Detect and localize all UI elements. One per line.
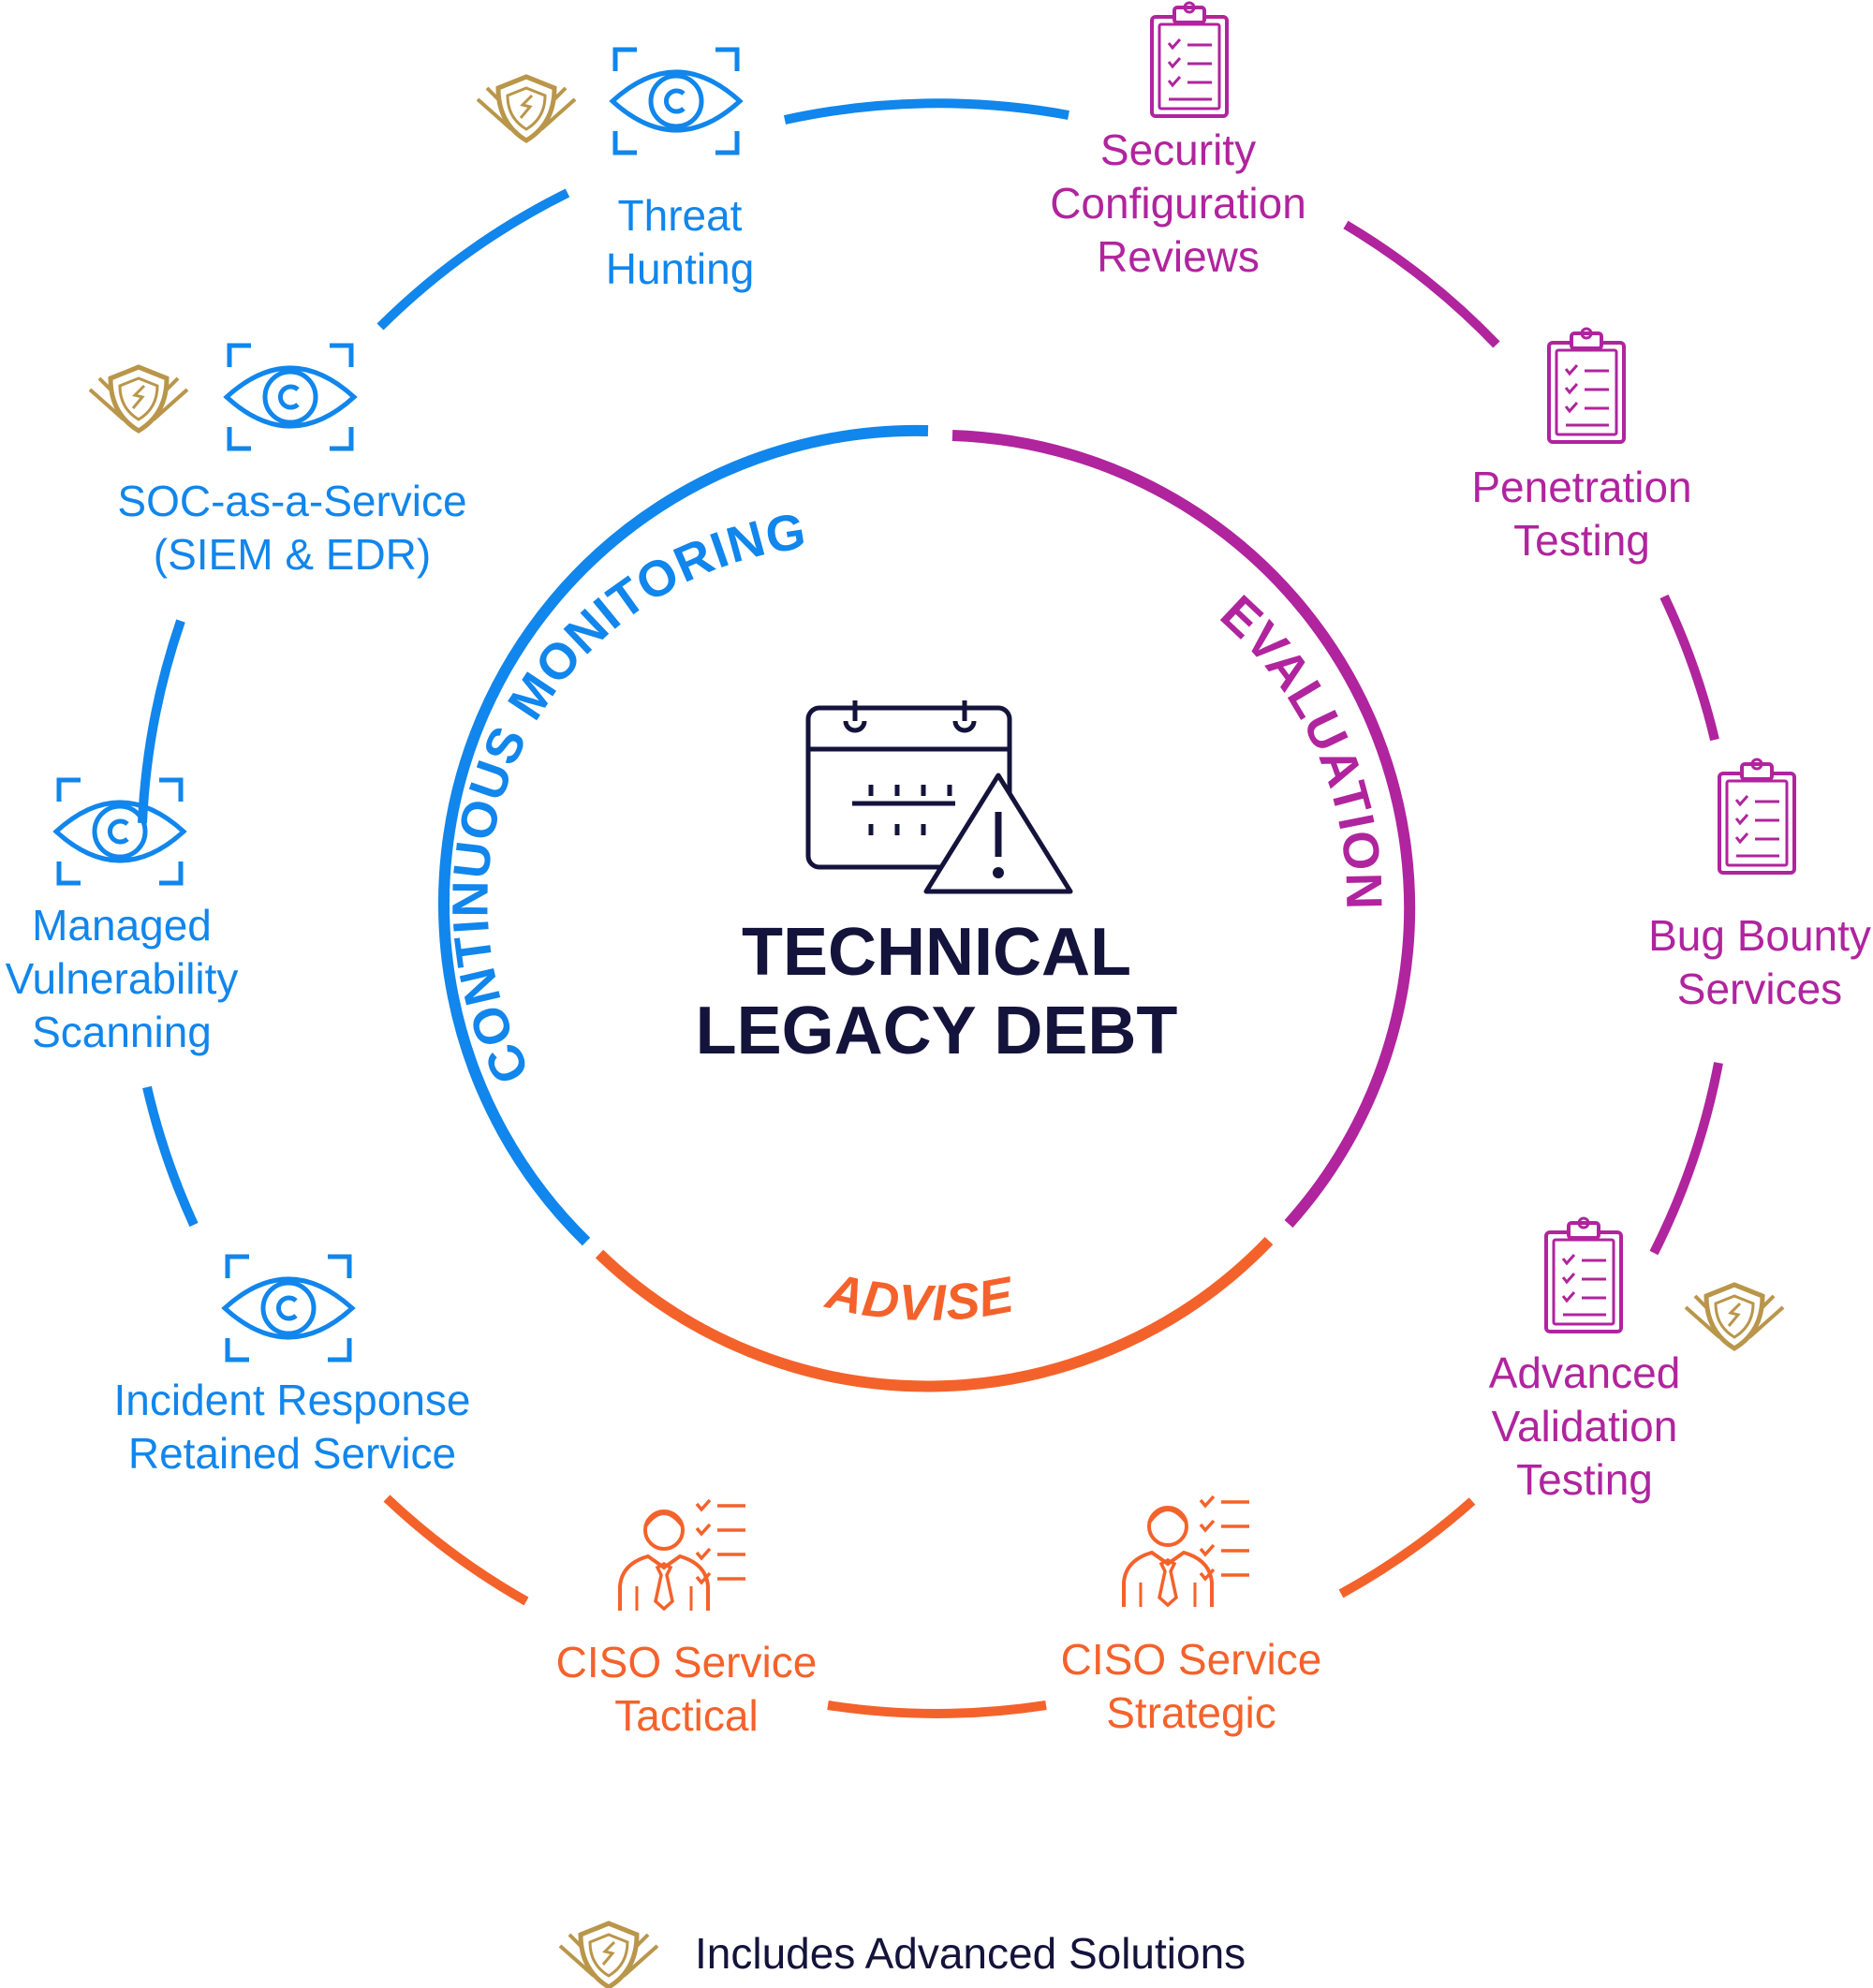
- service-ciso-strategic: CISO Service Strategic: [1060, 1635, 1322, 1737]
- eye-icon: [227, 346, 354, 449]
- label-evaluation: EVALUATION: [1210, 585, 1392, 911]
- eye-icon: [225, 1257, 352, 1360]
- outer-arc-blue-1: [376, 188, 570, 331]
- eye-icon: [56, 780, 184, 883]
- service-bug-bounty: Bug Bounty Services: [1648, 911, 1871, 1013]
- outer-arc-magenta-3: [1649, 1062, 1723, 1256]
- advanced-solutions-shield-icon: [560, 1923, 657, 1987]
- service-soc-as-a-service: SOC-as-a-Service (SIEM & EDR): [117, 477, 467, 579]
- service-ciso-tactical: CISO Service Tactical: [555, 1638, 818, 1740]
- service-incident-response: Incident Response Retained Service: [113, 1376, 471, 1478]
- service-managed-vulnerability-scanning: Managed Vulnerability Scanning: [5, 901, 239, 1056]
- outer-arc-orange-1: [383, 1495, 529, 1606]
- outer-arc-magenta-1: [1343, 220, 1500, 348]
- label-advise: ADVISE: [819, 1262, 1019, 1332]
- service-threat-hunting: Threat Hunting: [605, 191, 755, 293]
- center-title: TECHNICAL LEGACY DEBT: [696, 913, 1178, 1070]
- inner-arc-monitoring: [438, 424, 929, 1246]
- clipboard-checklist-icon: [1547, 327, 1626, 444]
- calendar-warning-icon: [805, 700, 1073, 894]
- advanced-solutions-shield-icon: [1686, 1285, 1783, 1348]
- eye-icon: [612, 50, 740, 153]
- outer-arc-blue-3: [138, 619, 185, 824]
- outer-arc-blue-4: [142, 1085, 199, 1228]
- legend-label: Includes Advanced Solutions: [695, 1929, 1246, 1978]
- clipboard-checklist-icon: [1544, 1216, 1623, 1333]
- outer-ring: [138, 98, 1723, 1718]
- center-title-line-1: TECHNICAL: [742, 915, 1131, 990]
- outer-arc-orange-3: [1338, 1497, 1476, 1598]
- inner-ring: [438, 424, 1416, 1392]
- advanced-solutions-shield-icon: [90, 367, 187, 431]
- inner-arc-advise: [595, 1236, 1274, 1392]
- clipboard-checklist-icon: [1718, 758, 1796, 875]
- service-penetration-testing: Penetration Testing: [1471, 463, 1692, 565]
- advanced-solutions-shield-icon: [478, 77, 575, 140]
- consultant-checklist-icon: [1122, 1495, 1251, 1609]
- center-title-line-2: LEGACY DEBT: [695, 994, 1178, 1068]
- outer-arc-magenta-2: [1659, 594, 1719, 742]
- service-advanced-validation-testing: Advanced Validation Testing: [1488, 1348, 1681, 1504]
- service-security-configuration-reviews: Security Configuration Reviews: [1050, 125, 1306, 281]
- outer-arc-orange-2: [827, 1701, 1047, 1718]
- consultant-checklist-icon: [618, 1498, 747, 1612]
- inner-arc-evaluation: [951, 430, 1416, 1229]
- clipboard-checklist-icon: [1150, 1, 1229, 118]
- outer-arc-blue-2: [783, 98, 1069, 125]
